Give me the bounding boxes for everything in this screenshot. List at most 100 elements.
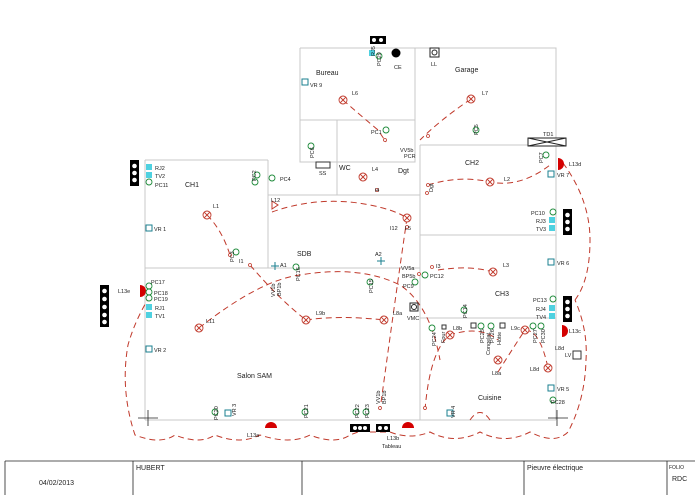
label-vr3: VR 3 — [232, 404, 238, 416]
footer-folio-label: FOLIO — [669, 465, 684, 471]
label-pc3: PC3 — [230, 251, 236, 262]
label-vr7: VR 7 — [557, 173, 569, 179]
rj3-icon — [549, 217, 555, 223]
device-labels: L6 L7 L1 L2 L3 L4 l4 L5 L11 L12 I12 L9b … — [118, 62, 581, 450]
label-hotte: Hotte — [497, 332, 503, 345]
label-l13b: L13b — [387, 436, 399, 442]
socket-pc3-icon — [232, 248, 240, 256]
label-pc14: PC14 — [463, 304, 469, 318]
label-vmc: VMC — [407, 316, 419, 322]
label-td1: TD1 — [543, 132, 553, 138]
rj5-icon — [369, 50, 375, 56]
label-l3: L3 — [503, 263, 509, 269]
label-l8a2: L8a — [492, 371, 502, 377]
label-pc5: PC5 — [474, 124, 480, 135]
room-wc: WC — [339, 165, 351, 172]
label-l8b: L8b — [453, 326, 462, 332]
label-pc15: PC15 — [369, 279, 375, 293]
label-pc6: PC6 — [310, 147, 316, 158]
label-pc19: PC19 — [154, 297, 168, 303]
label-l12: L12 — [271, 198, 280, 204]
rj4-icon — [549, 305, 555, 311]
label-l5: L5 — [405, 226, 411, 232]
shutter-vr6-icon — [547, 258, 555, 266]
rj2-icon — [146, 164, 152, 170]
label-pc22: PC22 — [355, 404, 361, 418]
socket-pc16-icon — [292, 263, 300, 271]
socket-pc7-icon — [542, 151, 550, 159]
socket-pc24-icon — [428, 324, 436, 332]
label-pc2: PC2 — [252, 170, 258, 181]
shutters — [145, 78, 555, 417]
strip-ch3-icon — [563, 296, 572, 322]
label-vv5a: VV5a — [401, 266, 415, 272]
room-cuisine: Cuisine — [478, 395, 501, 402]
td1-icon — [527, 137, 567, 147]
label-pc28: PC28 — [551, 400, 565, 406]
label-a2: A2 — [375, 252, 382, 258]
label-l7: L7 — [482, 91, 488, 97]
socket-pc2-icon — [253, 171, 261, 179]
socket-pc1-icon — [382, 126, 390, 134]
socket-pc30-icon — [537, 322, 545, 330]
socket-pc12-icon — [421, 271, 429, 279]
label-ll: LL — [431, 62, 437, 68]
label-four: Four — [441, 332, 447, 343]
lv-icon — [572, 350, 582, 360]
socket-pc15-icon — [366, 278, 374, 286]
label-ce: CE — [394, 65, 402, 71]
tv3-icon — [549, 225, 555, 231]
label-rj1: RJ1 — [155, 306, 165, 312]
label-pc27: PC27 — [533, 329, 539, 343]
socket-pc20-icon — [211, 408, 219, 416]
label-l9b: L9b — [316, 311, 325, 317]
label-rj5: RJ5 — [371, 46, 377, 56]
label-lv: LV — [565, 353, 572, 359]
tv4-icon — [549, 313, 555, 319]
label-l6: L6 — [352, 91, 358, 97]
label-congel: Congelat. — [486, 331, 492, 355]
light-l4-icon — [358, 172, 368, 182]
socket-pc5-icon — [472, 126, 480, 134]
label-tv3: TV3 — [536, 227, 546, 233]
socket-pc25-icon — [477, 322, 485, 330]
light-l9b-icon — [301, 315, 311, 325]
light-l8d-icon — [543, 363, 553, 373]
socket-pc9-icon — [411, 278, 419, 286]
shutter-vr3-icon — [224, 409, 232, 417]
label-l3b: I3 — [436, 264, 441, 270]
footer-client: HUBERT — [136, 465, 165, 472]
strip-ch1-icon — [130, 160, 139, 186]
room-garage: Garage — [455, 67, 478, 74]
a-markers — [271, 257, 385, 270]
socket-pc27-icon — [529, 322, 537, 330]
label-pc21: PC21 — [304, 404, 310, 418]
label-l8a: L8a — [393, 311, 403, 317]
light-l1-icon — [202, 210, 212, 220]
label-l4b: l4 — [375, 188, 379, 194]
label-pc13: PC13 — [533, 298, 547, 304]
label-l13a: L13a — [247, 433, 260, 439]
room-sdb: SDB — [297, 251, 312, 258]
shutter-vr9-icon — [301, 78, 309, 86]
a1-icon — [271, 200, 279, 210]
label-vr5: VR 5 — [557, 387, 569, 393]
label-pc29: PC29 — [377, 52, 383, 66]
light-l13b-icon — [402, 422, 414, 428]
label-tv4: TV4 — [536, 315, 546, 321]
label-l13c: L13c — [569, 329, 581, 335]
label-bp1b-bottom: BP1b — [382, 391, 388, 404]
light-l2-icon — [485, 177, 495, 187]
label-l4: L4 — [372, 167, 378, 173]
room-ch1: CH1 — [185, 182, 199, 189]
label-bp5b: BP5b — [402, 274, 415, 280]
circuit-wires — [124, 98, 591, 441]
room-ch2: CH2 — [465, 160, 479, 167]
ce-icon — [391, 48, 401, 58]
light-l8a2-icon — [493, 355, 503, 365]
label-l1b: I1 — [239, 259, 244, 265]
socket-pc23-icon — [362, 408, 370, 416]
socket-pc29-icon — [375, 52, 383, 60]
appliance-icons — [441, 322, 506, 330]
